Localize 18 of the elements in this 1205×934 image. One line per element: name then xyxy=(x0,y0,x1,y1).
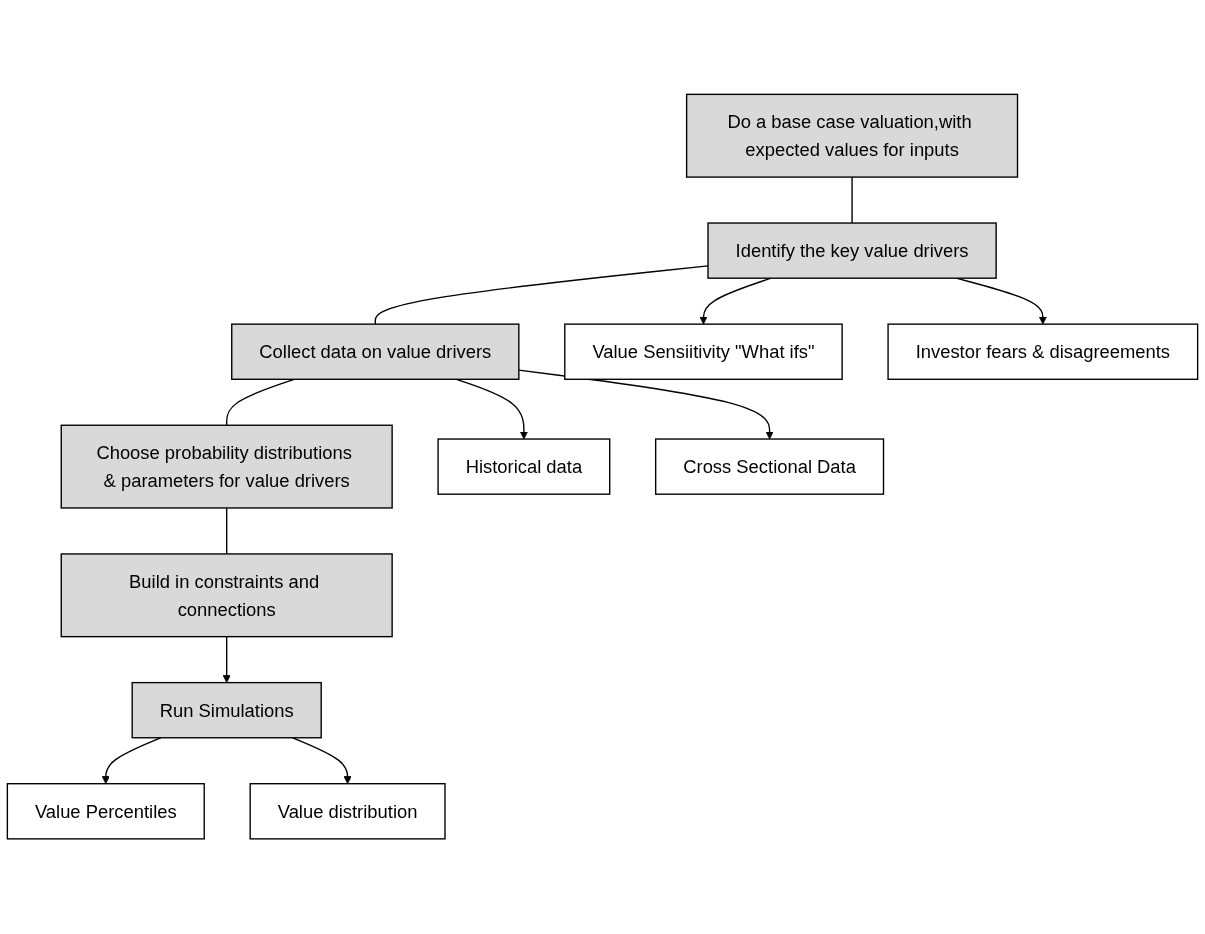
connector xyxy=(226,379,295,427)
node-box: Value Sensiitivity "What ifs" xyxy=(564,323,843,381)
connector xyxy=(226,507,228,555)
node-box: Identify the key value drivers xyxy=(707,222,997,280)
node-box: Run Simulations xyxy=(131,682,322,739)
connector xyxy=(851,176,853,225)
node-box: Cross Sectional Data xyxy=(654,438,885,496)
node-box: Do a base case valuation,with expected values for inputs xyxy=(685,94,1019,179)
arrow xyxy=(518,369,774,440)
node-box: Historical data xyxy=(437,438,611,496)
node-box: Value Percentiles xyxy=(6,783,205,840)
node-box: Value distribution xyxy=(249,783,446,840)
connector xyxy=(374,265,709,326)
node-box: Choose probability distributions & parameters for value drivers xyxy=(60,424,393,510)
node-box: Investor fears & disagreements xyxy=(887,323,1199,381)
arrow xyxy=(222,636,231,684)
node-box: Collect data on value drivers xyxy=(231,323,520,381)
node-box: Build in constraints and connections xyxy=(60,553,393,638)
